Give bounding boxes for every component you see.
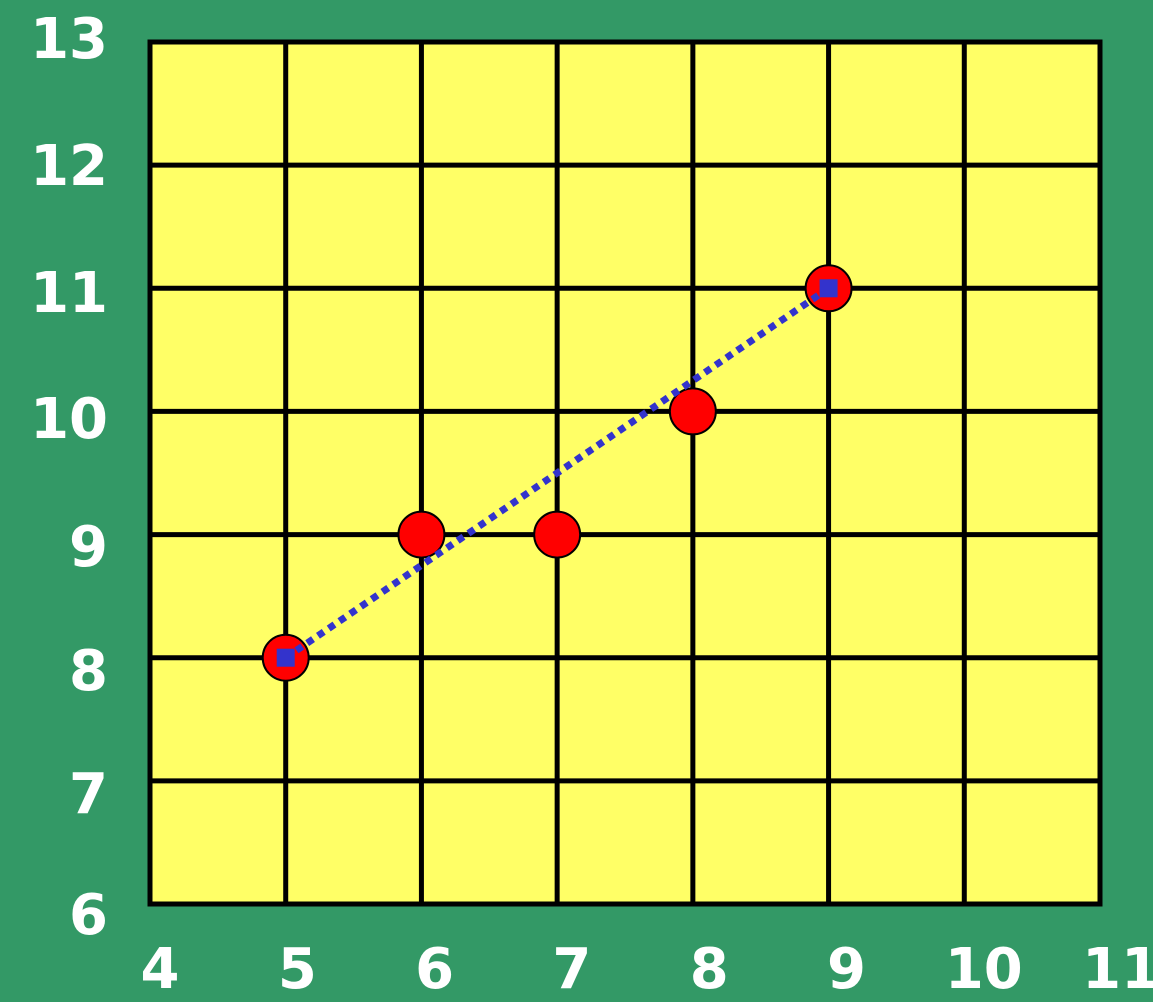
y-tick-label: 7 xyxy=(69,762,108,827)
x-tick-label: 9 xyxy=(827,937,866,1002)
ideal-line xyxy=(283,285,831,661)
endpoint-markers xyxy=(276,279,838,667)
x-tick-label: 10 xyxy=(944,937,1023,1002)
y-tick-label: 12 xyxy=(30,134,108,199)
x-tick-label: 6 xyxy=(415,937,455,1002)
endpoint-marker-2 xyxy=(819,279,838,298)
x-tick-label: 5 xyxy=(277,937,317,1002)
endpoint-marker-1 xyxy=(276,648,295,667)
y-tick-label: 6 xyxy=(69,883,108,948)
point-3 xyxy=(533,510,582,559)
point-4 xyxy=(668,387,717,436)
x-tick-label: 11 xyxy=(1082,937,1153,1002)
y-tick-label: 13 xyxy=(30,7,108,72)
y-tick-label: 10 xyxy=(30,387,108,452)
x-tick-label: 8 xyxy=(689,937,729,1002)
x-tick-label: 7 xyxy=(552,937,592,1002)
plot-area xyxy=(147,39,1103,907)
x-tick-label: 4 xyxy=(140,937,180,1002)
y-tick-label: 11 xyxy=(30,261,108,326)
y-tick-label: 9 xyxy=(69,515,108,580)
point-2 xyxy=(397,510,446,559)
y-tick-label: 8 xyxy=(69,639,108,704)
gridlines xyxy=(150,42,1100,904)
